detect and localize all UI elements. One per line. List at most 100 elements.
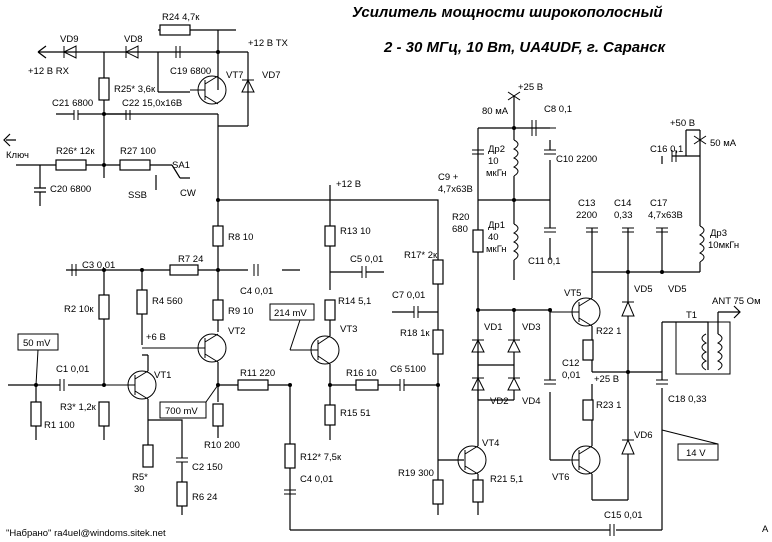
label-c13a: C13 [578, 198, 595, 209]
label-v6: +6 В [146, 332, 166, 343]
label-r21: R21 5,1 [490, 474, 523, 485]
label-vd6: VD6 [634, 430, 652, 441]
label-r10: R10 200 [204, 440, 240, 451]
r15-resistor-symbol [324, 404, 336, 426]
callout-14v: 14 V [686, 448, 706, 459]
r23-resistor-symbol [582, 399, 594, 421]
label-r7: R7 24 [178, 254, 203, 265]
label-vd9: VD9 [60, 34, 78, 45]
label-vt3: VT3 [340, 324, 357, 335]
driver-stages [8, 126, 439, 530]
label-i80: 80 мА [482, 106, 509, 117]
label-vd8: VD8 [124, 34, 142, 45]
label-c19: C19 6800 [170, 66, 211, 77]
label-dr2b: 10 [488, 156, 499, 167]
label-c15: C15 0,01 [604, 510, 643, 521]
r4-resistor-symbol [136, 289, 148, 315]
label-vt7: VT7 [226, 70, 243, 81]
r11-resistor-symbol [237, 379, 269, 391]
r19-resistor-symbol [432, 479, 444, 505]
r26-resistor-symbol [55, 159, 87, 171]
c9-capacitor-symbol [472, 149, 484, 155]
label-vt1: VT1 [154, 370, 171, 381]
label-r14: R14 5,1 [338, 296, 371, 307]
label-r8: R8 10 [228, 232, 253, 243]
r8-resistor-symbol [212, 225, 224, 247]
c18-capacitor-symbol [656, 379, 668, 385]
callout-700mv: 700 mV [165, 406, 198, 417]
label-c17a: C17 [650, 198, 667, 209]
label-c14a: C14 [614, 198, 631, 209]
label-c9b: 4,7х63В [438, 184, 473, 195]
label-dr2a: Др2 [488, 144, 505, 155]
c3-c4-c5-capacitor-symbols [71, 264, 367, 278]
label-r18: R18 1к [400, 328, 430, 339]
measurement-callouts [17, 303, 719, 461]
c6-capacitor-symbol [399, 379, 405, 391]
label-c20: C20 6800 [50, 184, 91, 195]
label-t1: T1 [686, 310, 697, 321]
label-r20a: R20 [452, 212, 469, 223]
label-vd5a: VD5 [634, 284, 652, 295]
vd6-diode-symbol [621, 438, 635, 455]
bias-section [392, 259, 487, 515]
label-r15: R15 51 [340, 408, 371, 419]
label-c9a: C9 + [438, 172, 459, 183]
label-c18: C18 0,33 [668, 394, 707, 405]
label-r3: R3* 1,2к [60, 402, 97, 413]
callout-700mv-box [159, 401, 207, 419]
label-r22: R22 1 [596, 326, 621, 337]
vt4-transistor-symbol [457, 445, 487, 475]
vd8-diode-symbol [124, 45, 139, 59]
label-r26: R26* 12к [56, 146, 95, 157]
label-tx: +12 В TX [248, 38, 289, 49]
label-r11: R11 220 [240, 368, 275, 379]
c8-capacitor-symbol [514, 120, 556, 136]
c15-capacitor-symbol [609, 524, 615, 536]
label-vt2: VT2 [228, 326, 245, 337]
footer-corner: A [762, 524, 769, 535]
label-dr1a: Др1 [488, 220, 505, 231]
dr3-choke-symbol [698, 225, 705, 263]
label-vd5b: VD5 [668, 284, 686, 295]
sa1-switch-symbol [155, 164, 190, 190]
c4b-capacitor-symbol [284, 489, 296, 495]
r17-resistor-symbol [432, 259, 444, 285]
c19-capacitor-symbol [175, 46, 181, 58]
label-ant: ANT 75 Ом [712, 296, 761, 307]
c10-c11-capacitor-symbols [544, 149, 556, 233]
r12-resistor-symbol [284, 443, 296, 469]
callout-214mv: 214 mV [274, 308, 307, 319]
label-r2: R2 10к [64, 304, 94, 315]
label-c1: C1 0,01 [56, 364, 89, 375]
label-ssb: SSB [128, 190, 147, 201]
tx-rx-supply-section [3, 24, 255, 206]
label-c2: C2 150 [192, 462, 223, 473]
c21-c22-capacitor-symbols [73, 110, 131, 120]
label-r19: R19 300 [398, 468, 434, 479]
t1-transformer-symbol [701, 333, 723, 371]
label-c21: C21 6800 [52, 98, 93, 109]
label-r24: R24 4,7к [162, 12, 200, 23]
label-dr1c: мкГн [486, 244, 507, 255]
label-vd1: VD1 [484, 322, 502, 333]
r27-resistor-symbol [119, 159, 151, 171]
label-r25: R25* 3,6к [114, 84, 156, 95]
label-vd3: VD3 [522, 322, 540, 333]
r2-resistor-symbol [98, 294, 110, 320]
label-vd2: VD2 [490, 396, 508, 407]
label-c4b: C4 0,01 [300, 474, 333, 485]
label-r5: R5* [132, 472, 148, 483]
vd3-diode-symbol [507, 338, 521, 353]
r22-resistor-symbol [582, 339, 594, 361]
title-line-2: 2 - 30 МГц, 10 Вт, UA4UDF, г. Саранск [383, 39, 667, 56]
footer-credit: "Набрано" ra4uel@windoms.sitek.net [6, 528, 166, 539]
label-rx: +12 В RX [28, 66, 70, 77]
output-stage [290, 91, 741, 536]
r7-resistor-symbol [169, 264, 199, 276]
label-c11: C11 0,1 [528, 256, 561, 267]
vd5-diode-symbol [621, 300, 635, 317]
label-r17: R17* 2к [404, 250, 438, 261]
vd4-diode-symbol [507, 376, 521, 391]
